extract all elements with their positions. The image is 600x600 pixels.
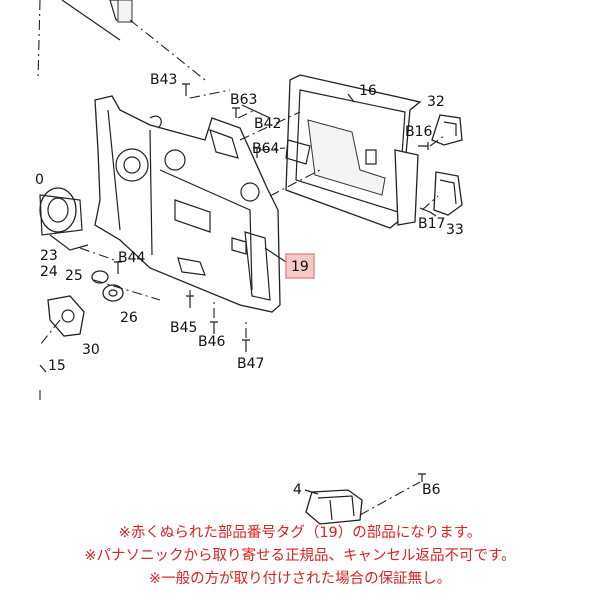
label-b43: B43 bbox=[150, 72, 177, 88]
label-b46: B46 bbox=[198, 334, 226, 350]
gear-parts-25-26 bbox=[91, 270, 124, 302]
label-b6: B6 bbox=[422, 482, 441, 498]
label-4: 4 bbox=[293, 482, 302, 498]
gear-assembly bbox=[39, 187, 89, 251]
top-part-fragment bbox=[61, 0, 133, 41]
label-0: 0 bbox=[35, 172, 44, 188]
label-19: 19 bbox=[291, 259, 309, 275]
label-16: 16 bbox=[359, 83, 377, 99]
label-15: 15 bbox=[48, 358, 66, 374]
label-b42: B42 bbox=[254, 116, 281, 132]
leader-lines bbox=[39, 93, 437, 495]
assembly-lines bbox=[37, 0, 445, 516]
notes-block: ※赤くぬられた部品番号タグ（19）の部品になります。 ※パナソニックから取り寄せ… bbox=[0, 522, 600, 591]
label-b17: B17 bbox=[418, 216, 445, 232]
lcd-monitor-part-16 bbox=[285, 74, 422, 229]
label-b44: B44 bbox=[118, 250, 146, 266]
highlight-tag-19 bbox=[285, 253, 315, 279]
label-b45: B45 bbox=[170, 320, 197, 336]
bracket-part-32 bbox=[431, 114, 463, 146]
label-23: 23 bbox=[40, 248, 58, 264]
label-b16: B16 bbox=[405, 124, 433, 140]
note-line-2: ※パナソニックから取り寄せる正規品、キャンセル返品不可です。 bbox=[84, 548, 516, 564]
label-33: 33 bbox=[446, 222, 464, 238]
label-32: 32 bbox=[427, 94, 445, 110]
main-frame-part-19 bbox=[94, 95, 281, 313]
label-25: 25 bbox=[65, 268, 83, 284]
note-line-3: ※一般の方が取り付けされた場合の保証無し。 bbox=[148, 571, 452, 587]
label-26: 26 bbox=[120, 310, 138, 326]
bottom-part-4 bbox=[305, 489, 363, 525]
note-line-1: ※赤くぬられた部品番号タグ（19）の部品になります。 bbox=[118, 525, 482, 541]
label-b63: B63 bbox=[230, 92, 257, 108]
label-b47: B47 bbox=[237, 356, 264, 372]
label-24: 24 bbox=[40, 264, 58, 280]
plate-part-30 bbox=[47, 295, 85, 337]
label-b64: B64 bbox=[252, 141, 280, 157]
label-30: 30 bbox=[82, 342, 100, 358]
bracket-part-33 bbox=[433, 171, 463, 216]
